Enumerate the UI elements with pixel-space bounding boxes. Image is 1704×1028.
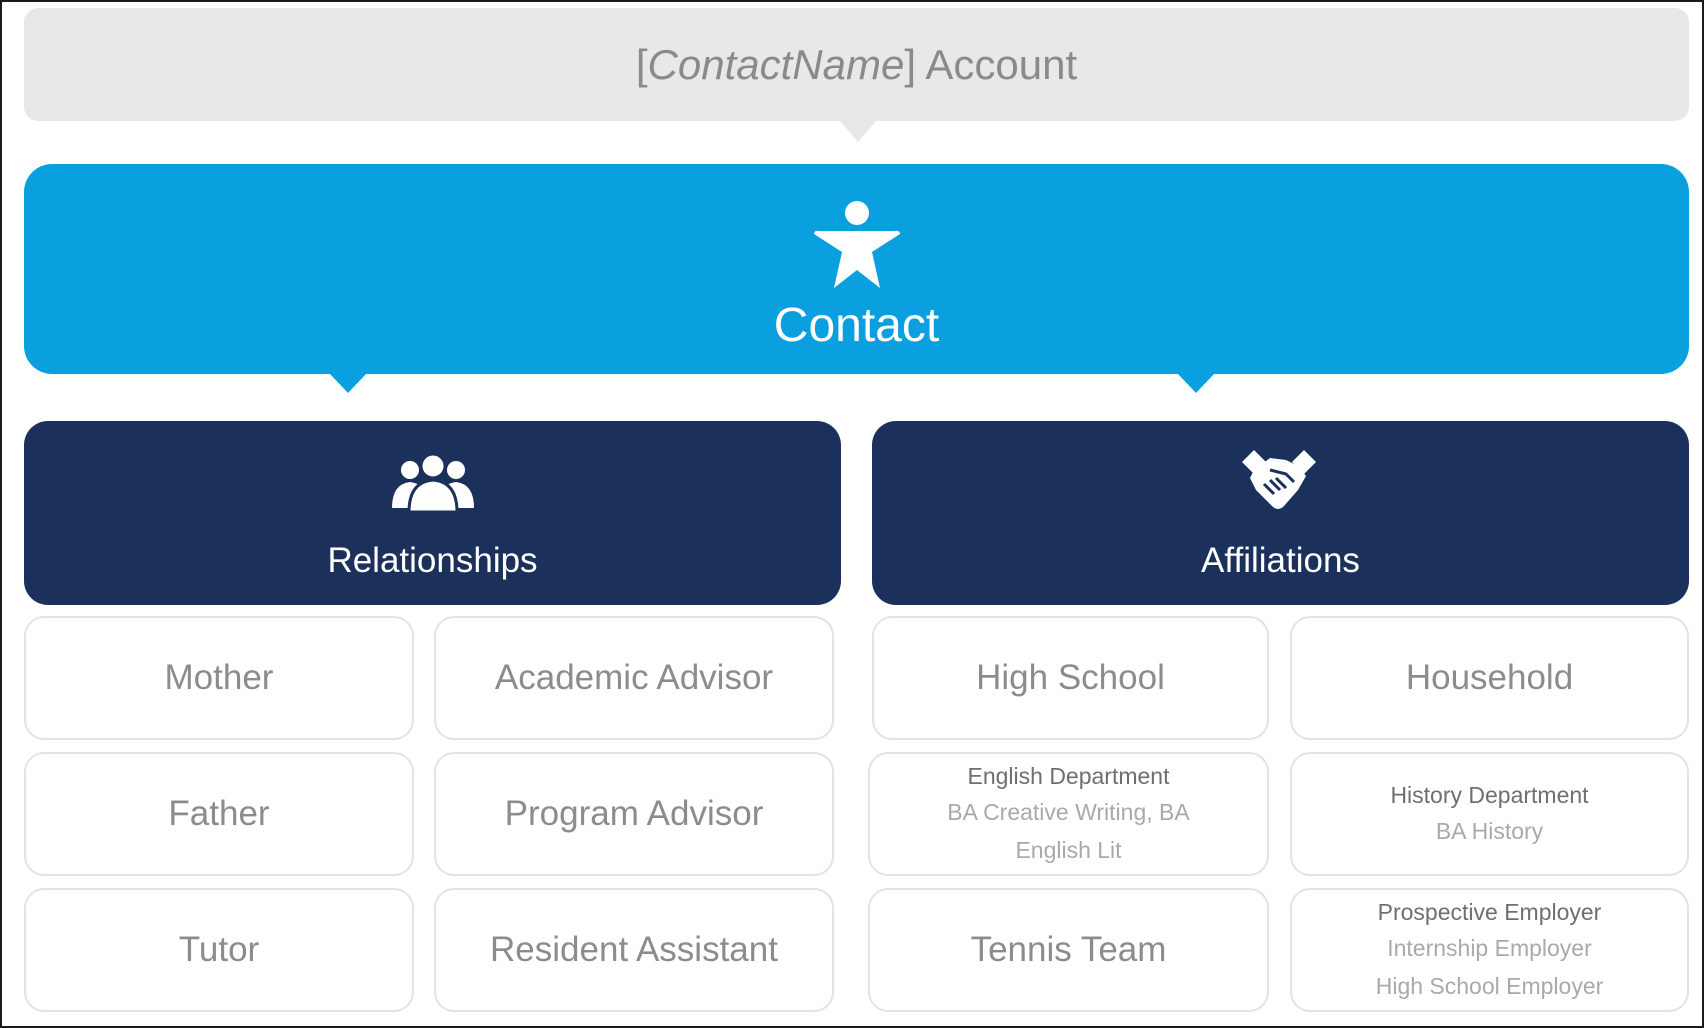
relationship-card-academic-advisor: Academic Advisor xyxy=(434,616,834,740)
handshake-icon xyxy=(1242,450,1316,509)
english-department-title: English Department xyxy=(967,763,1170,789)
affiliation-household-label: Household xyxy=(1405,658,1574,697)
affiliations-label: Affiliations xyxy=(1201,541,1360,580)
affiliation-card-household: Household xyxy=(1290,616,1689,740)
account-suffix: Account xyxy=(916,40,1078,88)
account-box: [ContactName] Account xyxy=(24,8,1689,121)
relationship-card-tutor: Tutor xyxy=(24,888,414,1012)
affiliation-card-history-department: History Department BA History xyxy=(1290,752,1689,876)
contact-connector-caret-left xyxy=(329,373,367,393)
relationship-resident-assistant-label: Resident Assistant xyxy=(490,930,778,969)
affiliation-card-tennis-team: Tennis Team xyxy=(868,888,1269,1012)
relationship-tutor-label: Tutor xyxy=(178,930,260,969)
contact-label: Contact xyxy=(773,299,940,352)
relationship-card-program-advisor: Program Advisor xyxy=(434,752,834,876)
affiliation-tennis-team-label: Tennis Team xyxy=(970,930,1167,969)
relationship-program-advisor-label: Program Advisor xyxy=(504,794,764,833)
account-close-bracket: ] xyxy=(904,40,916,88)
relationship-academic-advisor-label: Academic Advisor xyxy=(494,658,774,697)
english-department-degree-line1: BA Creative Writing, BA xyxy=(947,799,1190,825)
employer-high-school: High School Employer xyxy=(1375,973,1604,999)
account-open-bracket: [ xyxy=(635,40,648,88)
affiliation-card-high-school: High School xyxy=(872,616,1269,740)
people-group-icon xyxy=(392,452,474,512)
affiliation-high-school-label: High School xyxy=(976,658,1165,697)
contact-connector-caret-right xyxy=(1177,373,1215,393)
employer-title: Prospective Employer xyxy=(1377,899,1602,925)
history-department-degree: BA History xyxy=(1435,818,1544,844)
account-name-placeholder: ContactName xyxy=(647,40,905,88)
relationships-header xyxy=(24,421,841,605)
relationship-father-label: Father xyxy=(168,794,270,833)
relationship-card-resident-assistant: Resident Assistant xyxy=(434,888,834,1012)
affiliation-card-employer: Prospective Employer Internship Employer… xyxy=(1290,888,1689,1012)
relationship-card-mother: Mother xyxy=(24,616,414,740)
account-connector-caret xyxy=(839,120,877,142)
affiliation-card-english-department: English Department BA Creative Writing, … xyxy=(868,752,1269,876)
history-department-title: History Department xyxy=(1390,782,1589,808)
affiliations-header xyxy=(872,421,1689,605)
relationships-label: Relationships xyxy=(327,541,538,580)
employer-internship: Internship Employer xyxy=(1387,935,1592,961)
relationship-mother-label: Mother xyxy=(164,658,274,697)
english-department-degree-line2: English Lit xyxy=(1015,837,1122,863)
person-star-icon xyxy=(814,201,900,288)
relationship-card-father: Father xyxy=(24,752,414,876)
